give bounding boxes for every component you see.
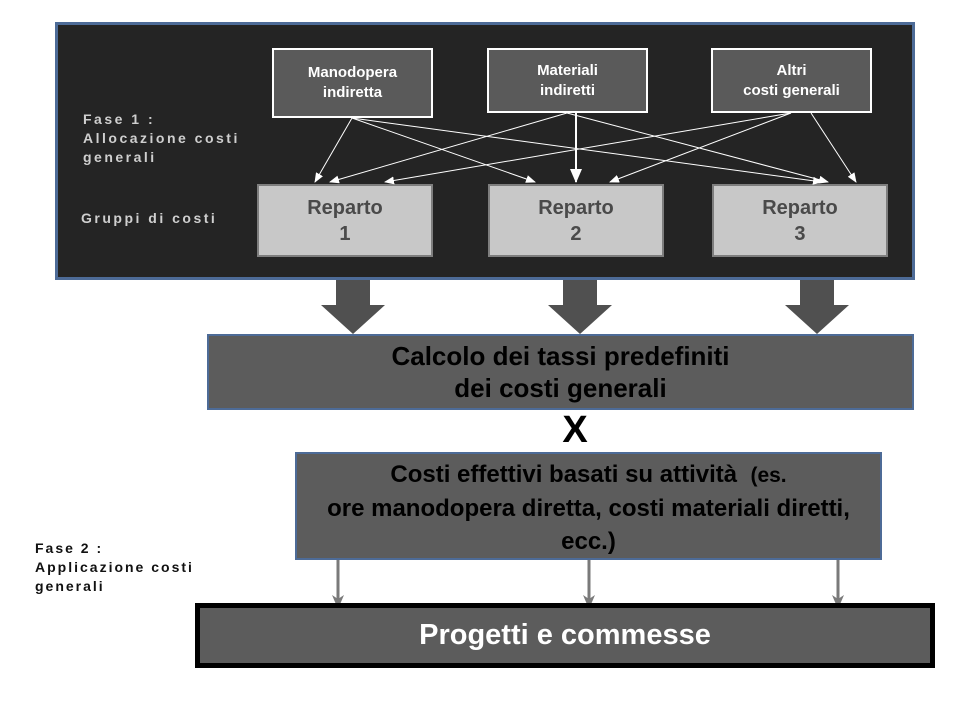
block-arrow-dept2	[548, 280, 612, 334]
department-2-box: Reparto 2	[488, 184, 664, 257]
block-arrow-dept3	[785, 280, 849, 334]
arrow-other-to-dept3	[810, 112, 857, 183]
cost-pool-indirect-materials: Materiali indiretti	[487, 48, 648, 113]
actual-costs-continuation: ore manodopera diretta, costi materiali …	[327, 495, 850, 555]
arrow-labor-to-dept3	[351, 117, 823, 185]
actual-costs-main: Costi effettivi basati su attività	[390, 461, 738, 488]
arrow-other-to-dept2	[609, 112, 792, 183]
phase2-label: Fase 2 : Applicazione costi generali	[35, 540, 194, 594]
multiply-sign: X	[562, 409, 588, 451]
predetermined-rates-box: Calcolo dei tassi predefiniti dei costi …	[207, 334, 914, 410]
cost-groups-label: Gruppi di costi	[81, 210, 218, 226]
department-3-box: Reparto 3	[712, 184, 888, 257]
arrow-labor-to-dept2	[351, 117, 536, 183]
actual-costs-detail: (es.	[750, 464, 787, 487]
arrow-labor-to-dept1	[314, 117, 353, 183]
projects-box: Progetti e commesse	[195, 603, 935, 668]
cost-pool-other-overhead: Altri costi generali	[711, 48, 872, 113]
block-arrow-dept1	[321, 280, 385, 334]
cost-pool-indirect-labor: Manodopera indiretta	[272, 48, 433, 118]
actual-costs-box: Costi effettivi basati su attività (es. …	[295, 452, 882, 560]
arrow-materials-to-dept3	[566, 112, 829, 184]
arrow-materials-to-dept1	[329, 112, 568, 184]
department-1-box: Reparto 1	[257, 184, 433, 257]
arrow-other-to-dept1	[384, 112, 792, 185]
phase1-label: Fase 1 : Allocazione costi generali	[83, 111, 240, 165]
